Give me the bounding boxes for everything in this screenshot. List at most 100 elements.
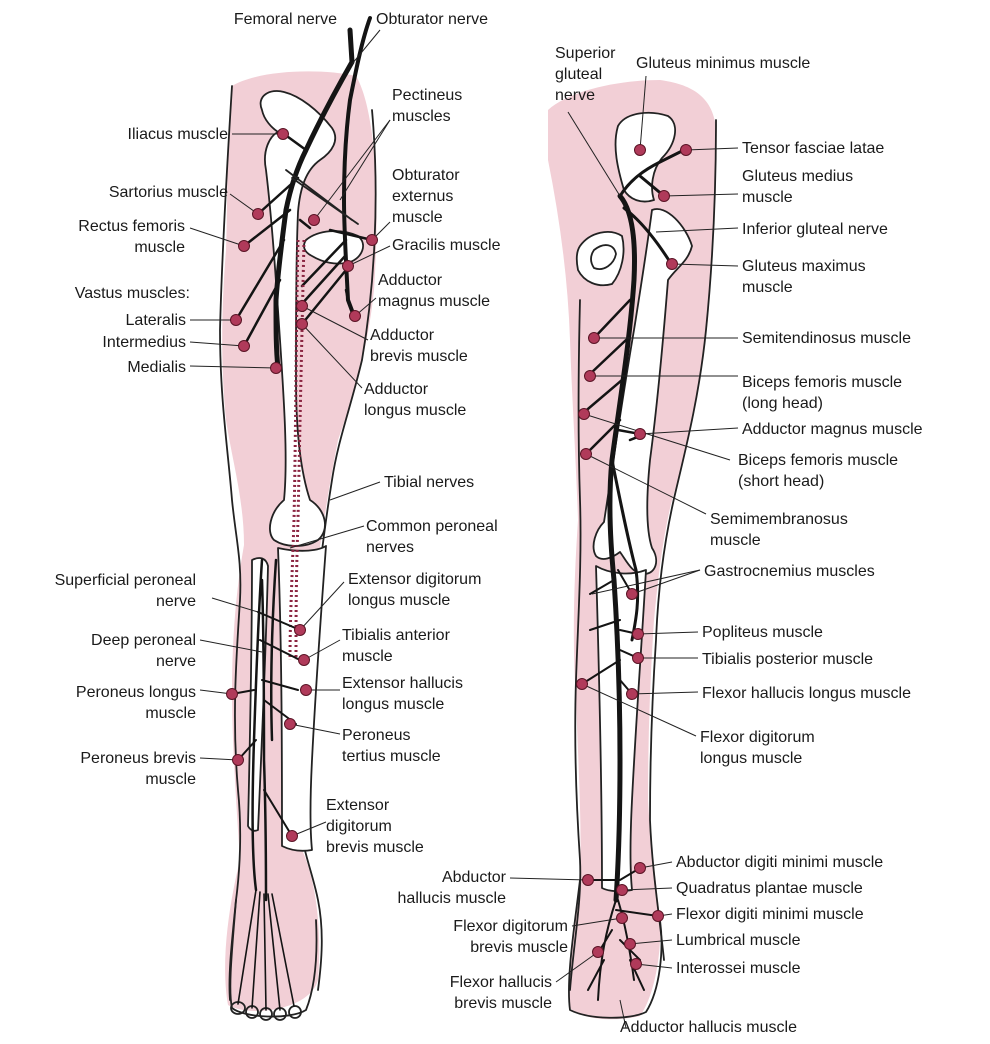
label-line: Extensor <box>326 797 390 814</box>
anterior-dot-tibialis-anterior <box>299 655 310 666</box>
posterior-dot-flexor-hallucis-longus <box>627 689 638 700</box>
label-line: longus muscle <box>342 696 444 713</box>
posterior-dot-gluteus-minimus <box>635 145 646 156</box>
posterior-label-inferior-gluteal: Inferior gluteal nerve <box>742 221 888 238</box>
anterior-dot-ext-hallucis-longus <box>301 685 312 696</box>
posterior-dot-semimembranosus <box>581 449 592 460</box>
label-line: Adductor hallucis muscle <box>620 1019 797 1036</box>
anterior-label-gracilis: Gracilis muscle <box>392 237 501 254</box>
label-line: muscles <box>392 108 451 125</box>
anterior-label-pectineus: Pectineus muscles <box>392 87 462 125</box>
posterior-dot-semitendinosus <box>589 333 600 344</box>
label-line: Intermedius <box>102 334 186 351</box>
label-line: digitorum <box>326 818 392 835</box>
label-line: Pectineus <box>392 87 462 104</box>
anterior-label-ext-dig-longus: Extensor digitorumlongus muscle <box>348 571 481 609</box>
label-line: Adductor <box>378 272 443 289</box>
posterior-dot-flexor-hallucis-brevis <box>593 947 604 958</box>
label-line: muscle <box>392 209 443 226</box>
anterior-dot-obturator-externus <box>367 235 378 246</box>
posterior-label-abductor-digiti-minimi: Abductor digiti minimi muscle <box>676 854 883 871</box>
anterior-label-ext-hallucis-longus: Extensor hallucislongus muscle <box>342 675 463 713</box>
anterior-label-iliacus: Iliacus muscle <box>128 126 229 143</box>
anterior-label-adductor-magnus: Adductor magnus muscle <box>378 272 490 310</box>
label-line: Gracilis muscle <box>392 237 501 254</box>
label-line: Flexor digitorum <box>453 918 568 935</box>
label-line: (short head) <box>738 473 824 490</box>
label-line: Medialis <box>127 359 186 376</box>
label-line: Semitendinosus muscle <box>742 330 911 347</box>
anterior-dot-ext-dig-brevis <box>287 831 298 842</box>
label-line: Gluteus minimus muscle <box>636 55 810 72</box>
label-line: longus muscle <box>348 592 450 609</box>
posterior-label-lumbrical: Lumbrical muscle <box>676 932 801 949</box>
anterior-label-medialis: Medialis <box>127 359 186 376</box>
label-line: nerve <box>156 653 196 670</box>
label-line: (long head) <box>742 395 823 412</box>
anterior-tibia <box>278 546 326 851</box>
label-line: hallucis muscle <box>398 890 507 907</box>
label-line: Obturator nerve <box>376 11 488 28</box>
posterior-label-semimembranosus: Semimembranosusmuscle <box>710 511 848 549</box>
anterior-label-tibial-nerves: Tibial nerves <box>384 474 474 491</box>
posterior-label-adductor-hallucis: Adductor hallucis muscle <box>620 1019 797 1036</box>
label-line: Gluteus maximus <box>742 258 866 275</box>
label-line: Flexor hallucis <box>450 974 552 991</box>
anterior-label-vastus-heading: Vastus muscles: <box>75 285 190 302</box>
posterior-dot-interossei <box>631 959 642 970</box>
label-line: longus muscle <box>700 750 802 767</box>
posterior-dot-flexor-dig-brevis <box>617 913 628 924</box>
anterior-dot-rectus-femoris <box>239 241 250 252</box>
label-line: gluteal <box>555 66 602 83</box>
posterior-dot-lumbrical <box>625 939 636 950</box>
anterior-label-rectus-femoris: Rectus femoris muscle <box>78 218 185 256</box>
posterior-label-flexor-digiti-minimi: Flexor digiti minimi muscle <box>676 906 864 923</box>
label-line: Iliacus muscle <box>128 126 229 143</box>
label-line: Obturator <box>392 167 460 184</box>
label-line: Sartorius muscle <box>109 184 228 201</box>
posterior-leader-abductor-hallucis <box>510 878 588 880</box>
label-line: Gastrocnemius muscles <box>704 563 875 580</box>
posterior-dot-abductor-digiti-minimi <box>635 863 646 874</box>
anterior-label-obturator-externus: Obturatorexternusmuscle <box>392 167 460 226</box>
anterior-dot-peroneus-brevis <box>233 755 244 766</box>
label-line: Femoral nerve <box>234 11 337 28</box>
label-line: muscle <box>134 239 185 256</box>
label-line: Popliteus muscle <box>702 624 823 641</box>
posterior-label-quadratus-plantae: Quadratus plantae muscle <box>676 880 863 897</box>
label-line: Gluteus medius <box>742 168 853 185</box>
posterior-label-tensor-fasciae: Tensor fasciae latae <box>742 140 884 157</box>
anterior-dot-pectineus <box>309 215 320 226</box>
posterior-dot-popliteus <box>633 629 644 640</box>
label-line: magnus muscle <box>378 293 490 310</box>
label-line: Peroneus longus <box>76 684 196 701</box>
anterior-dot-sartorius <box>253 209 264 220</box>
anterior-dot-ext-dig-longus <box>295 625 306 636</box>
posterior-dot-biceps-short <box>579 409 590 420</box>
label-line: Abductor digiti minimi muscle <box>676 854 883 871</box>
anterior-label-peroneus-tertius: Peroneustertius muscle <box>342 727 441 765</box>
posterior-dot-quadratus-plantae <box>617 885 628 896</box>
anterior-label-sartorius: Sartorius muscle <box>109 184 228 201</box>
posterior-label-flexor-dig-brevis: Flexor digitorum brevis muscle <box>453 918 568 956</box>
label-line: Flexor digitorum <box>700 729 815 746</box>
posterior-label-semitendinosus: Semitendinosus muscle <box>742 330 911 347</box>
label-line: Lateralis <box>126 312 186 329</box>
label-line: brevis muscle <box>470 939 568 956</box>
label-line: brevis muscle <box>370 348 468 365</box>
label-line: Rectus femoris <box>78 218 185 235</box>
anterior-dot-peroneus-tertius <box>285 719 296 730</box>
posterior-label-flexor-dig-longus: Flexor digitorum longus muscle <box>700 729 815 767</box>
label-line: Adductor magnus muscle <box>742 421 923 438</box>
label-line: Inferior gluteal nerve <box>742 221 888 238</box>
anterior-dot-adductor-magnus <box>350 311 361 322</box>
posterior-dot-abductor-hallucis <box>583 875 594 886</box>
posterior-dot-tibialis-posterior <box>633 653 644 664</box>
